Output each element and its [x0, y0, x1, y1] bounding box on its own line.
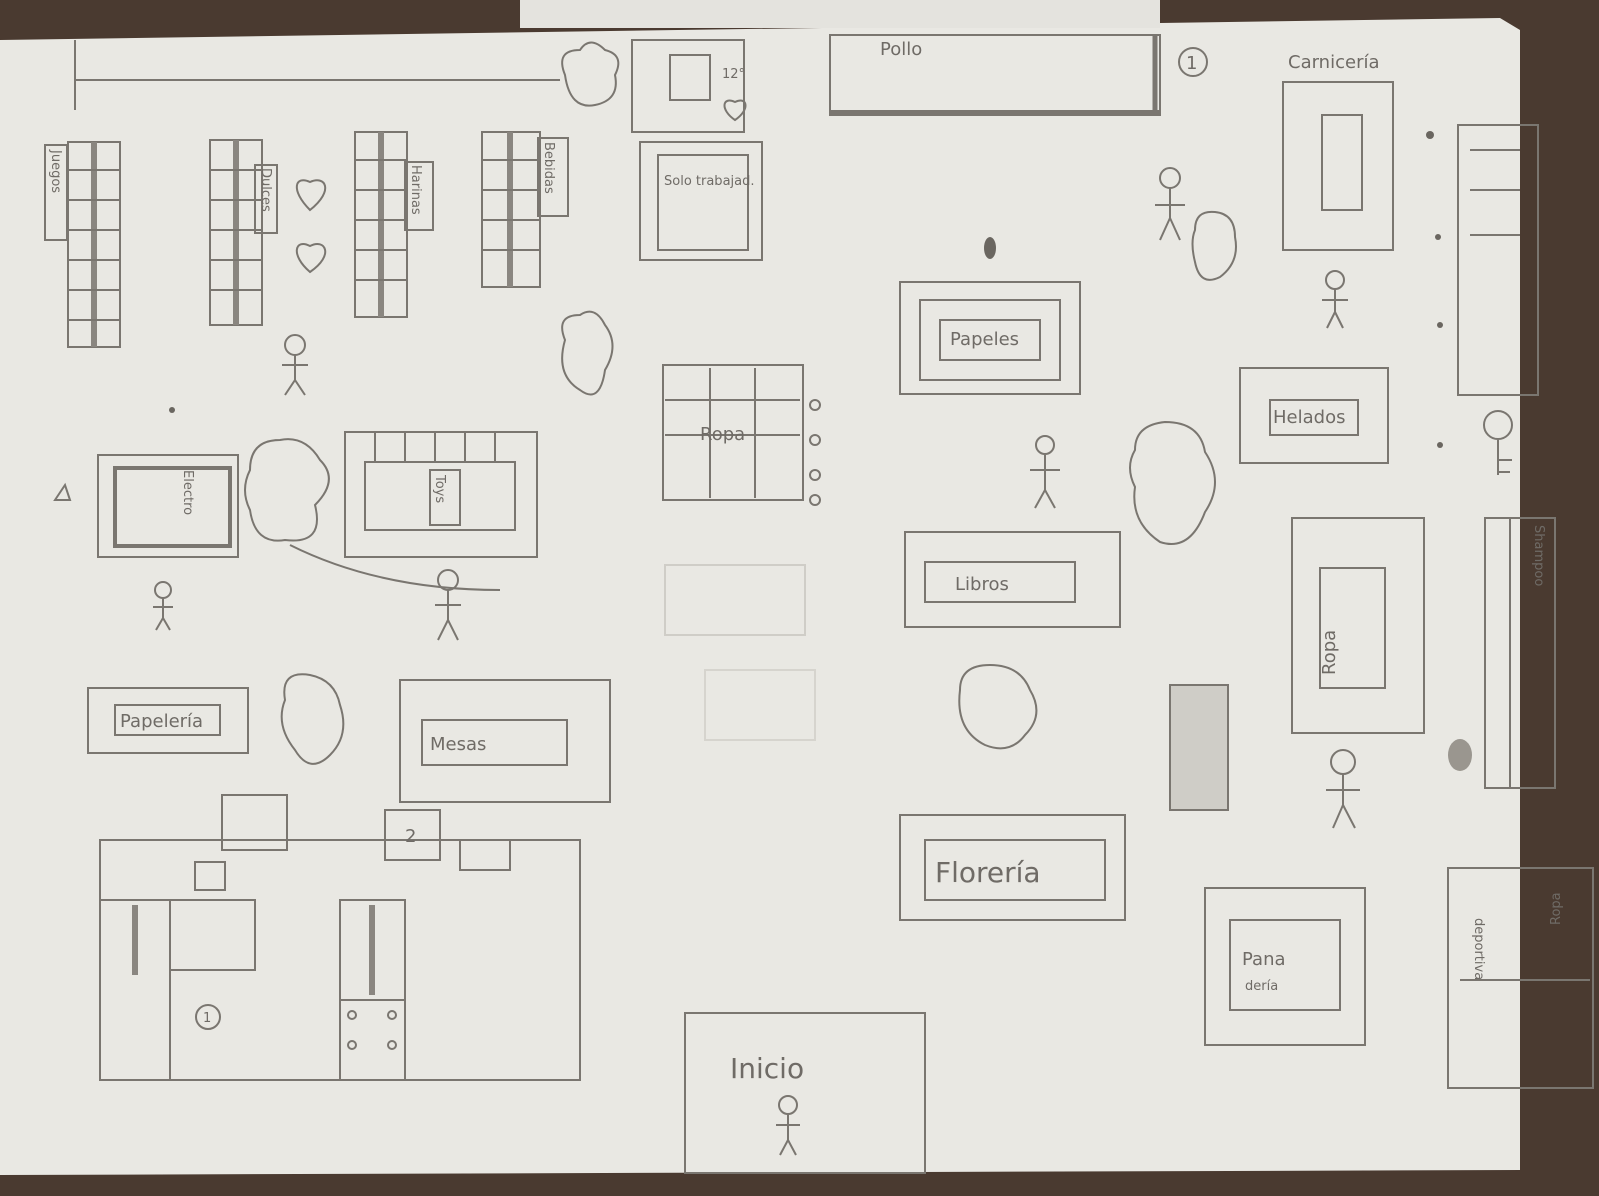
label-ropa-deportiva-1: Ropa [1549, 892, 1564, 925]
label-ropa: Ropa [700, 424, 745, 445]
shelf-harinas [354, 131, 434, 318]
person-icon [1155, 167, 1185, 241]
person-icon [1030, 435, 1060, 509]
label-helados: Helados [1273, 407, 1345, 428]
papeles-shelf [899, 281, 1081, 395]
floor-marker [1178, 47, 1208, 77]
fridge-box [631, 39, 745, 133]
label-papeleria: Papelería [120, 711, 203, 732]
label-box-number: 2 [405, 826, 416, 847]
toys-area [344, 431, 538, 558]
tree-icon [958, 663, 1038, 750]
entrance [684, 1012, 926, 1174]
tree-icon [561, 41, 620, 107]
staff-door [639, 141, 763, 261]
label-floreria: Florería [935, 856, 1041, 889]
label-electronica: Electro [180, 470, 195, 515]
papeleria-counter [87, 687, 249, 754]
label-fridge-number: 12° [722, 67, 745, 82]
label-bebidas: Bebidas [541, 142, 556, 194]
shelf-bebidas [481, 131, 569, 288]
cart-icon [669, 54, 711, 101]
label-pollo: Pollo [880, 39, 922, 60]
label-juegos: Juegos [48, 149, 63, 193]
register-box [384, 809, 441, 861]
panaderia-counter [1204, 887, 1366, 1046]
shelf-dulces [209, 139, 278, 326]
tree-icon [1191, 210, 1237, 281]
label-shampoo: Shampoo [1531, 525, 1546, 586]
label-libros: Libros [955, 574, 1009, 595]
person-icon [1326, 749, 1360, 829]
label-papeles: Papeles [950, 329, 1019, 350]
label-panaderia-2: dería [1245, 979, 1278, 994]
label-harinas: Harinas [408, 165, 423, 215]
person-icon [282, 334, 308, 396]
person-icon [435, 569, 461, 641]
tree-icon [1129, 420, 1216, 545]
shampoo-shelf [1484, 517, 1556, 789]
electronica-stand [97, 454, 239, 558]
tree-icon [244, 438, 330, 542]
ropa-deportiva-rack [1447, 867, 1594, 1089]
label-ropa-vertical: Ropa [1319, 630, 1340, 675]
heart-icon [295, 179, 327, 212]
shelf-juegos [44, 141, 121, 348]
ropa-rack [662, 364, 804, 501]
label-solo-trabajadores: Solo trabajad. [664, 174, 755, 189]
tree-icon [561, 310, 614, 396]
person-icon [153, 581, 173, 631]
carniceria-counter [1282, 81, 1394, 251]
key-icon [1483, 410, 1513, 475]
label-circle-number: 1 [203, 1011, 211, 1026]
ropa-display [1291, 517, 1425, 734]
label-floor-number: 1 [1186, 53, 1197, 74]
heart-icon [295, 243, 327, 274]
label-ropa-deportiva-2: deportiva [1471, 918, 1486, 980]
circle-marker [195, 1004, 221, 1030]
column [1169, 684, 1229, 811]
label-panaderia-1: Pana [1242, 949, 1286, 970]
label-inicio: Inicio [730, 1052, 804, 1085]
label-dulces: Dulces [258, 168, 273, 212]
carniceria-fridge [1457, 124, 1539, 396]
person-icon [1322, 270, 1348, 329]
libros-shelf [904, 531, 1121, 628]
heart-icon [723, 99, 747, 122]
person-icon [776, 1095, 800, 1156]
tree-icon [280, 673, 345, 765]
floreria-stand [899, 814, 1126, 921]
label-mesas: Mesas [430, 734, 486, 755]
label-carniceria: Carnicería [1288, 52, 1380, 73]
label-toys: Toys [432, 474, 447, 503]
mesas-area [399, 679, 611, 803]
paper-top-strip [520, 0, 1160, 28]
pollo-counter [829, 34, 1161, 116]
helados-freezer [1239, 367, 1389, 464]
